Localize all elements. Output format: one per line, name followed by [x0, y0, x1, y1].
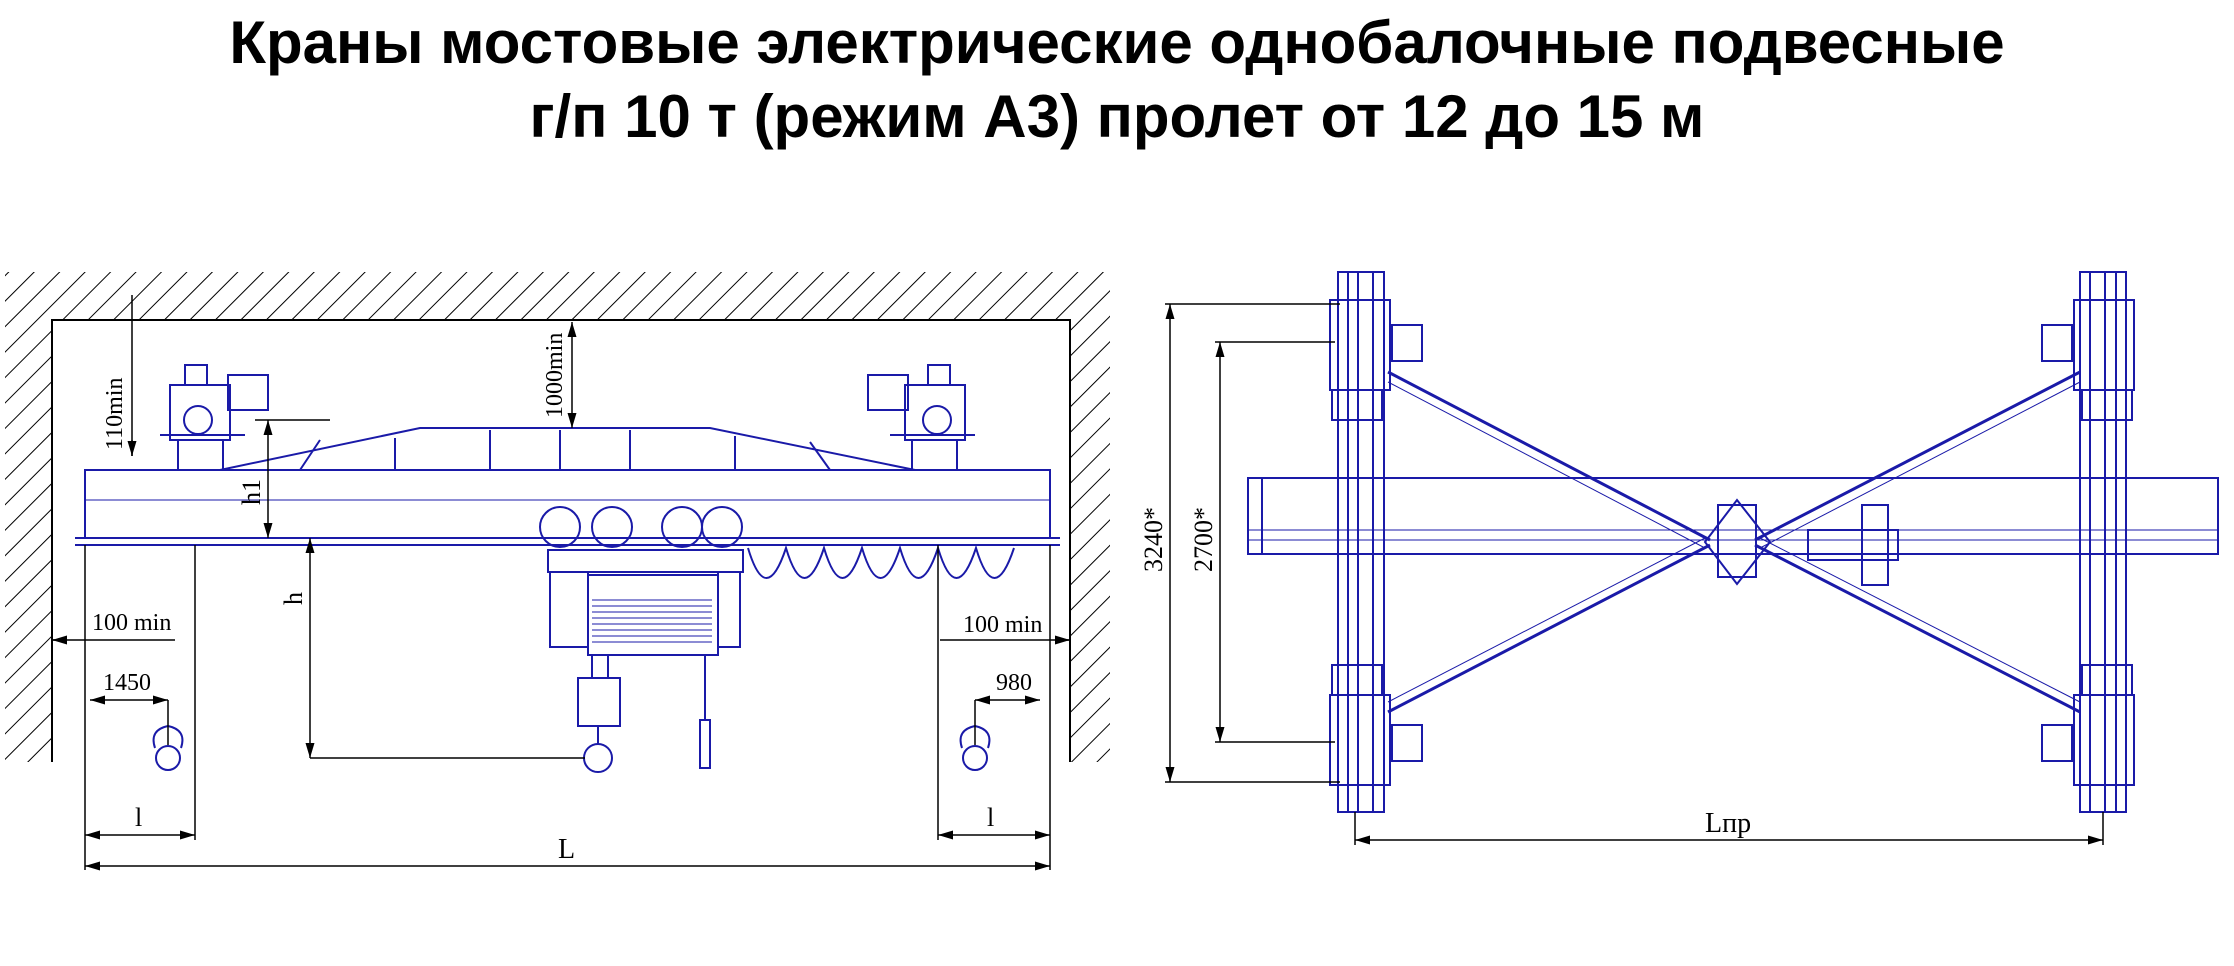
dim-100min-right: 100 min	[963, 612, 1042, 638]
dim-2700: 2700*	[1189, 507, 1218, 572]
left-end-beam	[1329, 271, 1423, 813]
festoon-cable	[747, 544, 1015, 579]
dim-1000min: 1000min	[542, 333, 568, 418]
title-line-1: Краны мостовые электрические однобалочны…	[229, 9, 2005, 76]
dim-l-right: l	[987, 803, 994, 832]
dim-L: L	[558, 834, 575, 865]
dim-h: h	[279, 592, 308, 605]
title-line-2: г/п 10 т (режим А3) пролет от 12 до 15 м	[529, 83, 1705, 150]
top-dimensions	[1165, 303, 2104, 845]
electric-hoist	[539, 506, 744, 773]
side-view: 1000min 110min h1 h 100 min 100 min 1450…	[5, 272, 1110, 871]
dim-Lpr: Lпр	[1705, 808, 1751, 839]
right-end-beam	[2041, 271, 2135, 813]
dim-l-left: l	[135, 803, 142, 832]
top-girder	[1247, 477, 2219, 555]
dim-h1: h1	[237, 479, 266, 505]
page-title: Краны мостовые электрические однобалочны…	[0, 6, 2234, 154]
top-view: 3240* 2700* Lпр	[1139, 271, 2219, 845]
dim-1450: 1450	[103, 670, 151, 696]
left-end-truck	[160, 364, 269, 471]
top-hoist	[1703, 498, 1899, 586]
side-dimensions	[52, 295, 1070, 871]
dim-980: 980	[996, 670, 1032, 696]
dim-110min: 110min	[102, 378, 128, 450]
dim-100min-left: 100 min	[92, 610, 171, 636]
right-end-truck	[867, 364, 975, 471]
diagonal-bracing	[1387, 370, 2081, 714]
dim-3240: 3240*	[1139, 507, 1168, 572]
building-structure	[5, 272, 1110, 762]
